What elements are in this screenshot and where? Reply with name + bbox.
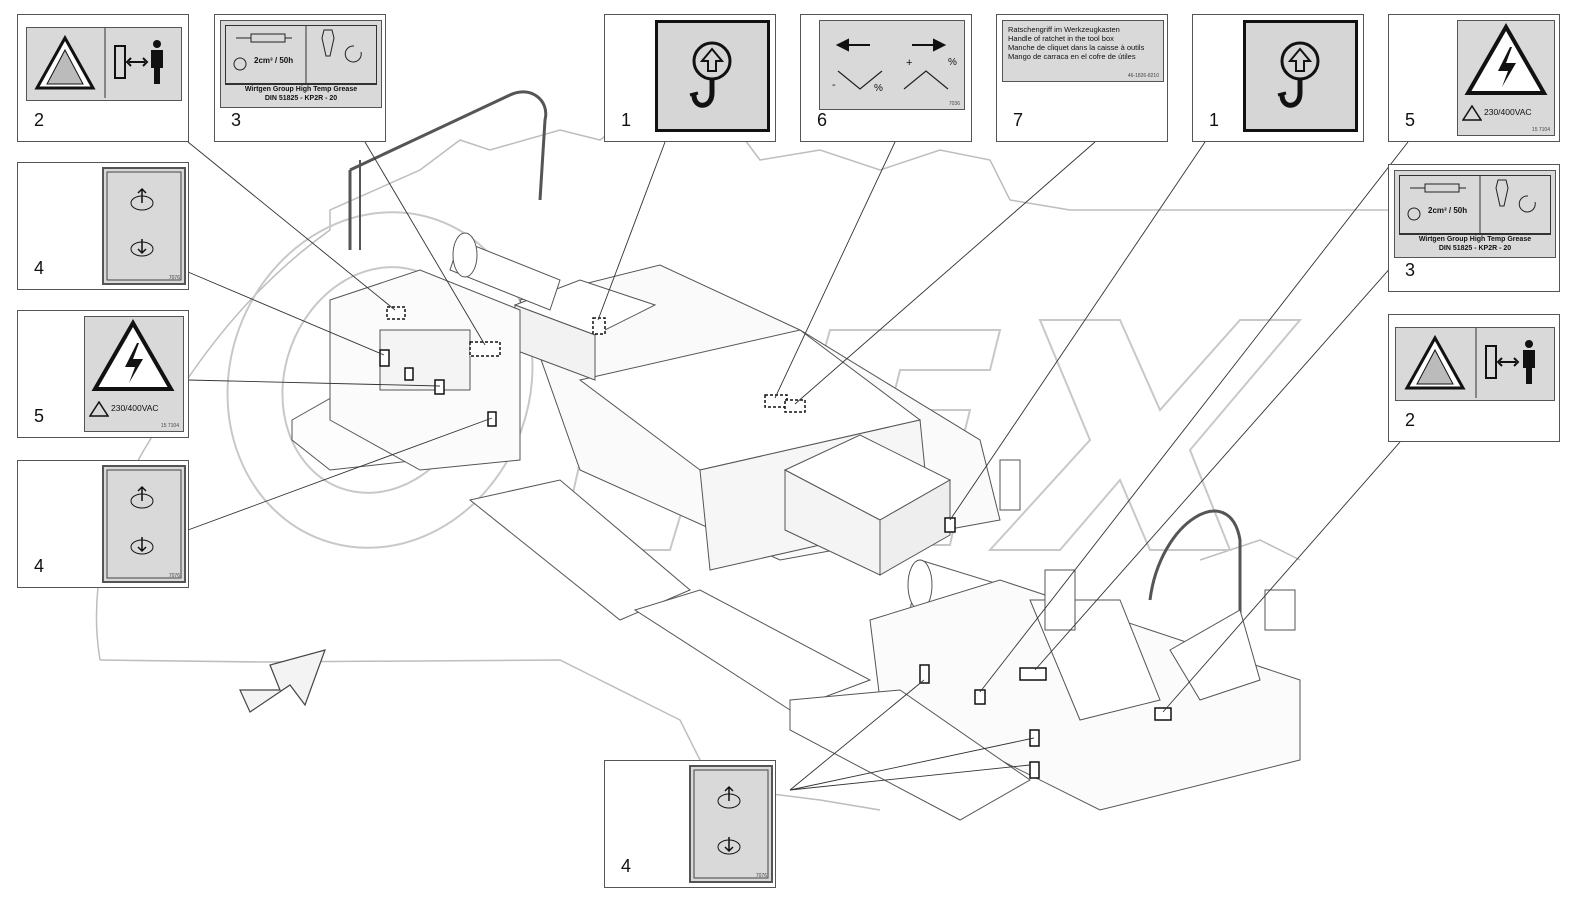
high-voltage-icon	[91, 318, 175, 391]
callout-number: 4	[621, 856, 632, 876]
lifting-hook-icon	[1277, 41, 1320, 108]
slope-decal: - % + % 7036	[819, 20, 965, 110]
crush-warning-decal	[1395, 327, 1555, 401]
callout-number: 5	[1405, 110, 1416, 130]
ratchet-line-de: Ratschengriff im Werkzeugkasten	[1008, 25, 1120, 34]
grease-interval: 2cm³ / 50h	[254, 56, 294, 65]
voltage-decal: 230/400VAC 15 7104	[1457, 20, 1555, 136]
grease-label: Wirtgen Group High Temp Grease DIN 51825…	[1399, 233, 1551, 253]
ratchet-decal: Ratschengriff im Werkzeugkasten Handle o…	[1002, 20, 1164, 82]
grease-icon-panel: 2cm³ / 50h	[225, 25, 377, 85]
ratchet-line-en: Handle of ratchet in the tool box	[1008, 34, 1114, 43]
watermark-arrow	[239, 649, 326, 713]
callout-4-bottom: 7076 4	[604, 760, 776, 888]
callout-2-right: 2	[1388, 314, 1560, 442]
callout-number: 4	[34, 556, 45, 576]
raise-lower-icon	[106, 171, 182, 281]
callout-5-right: 230/400VAC 15 7104 5	[1388, 14, 1560, 142]
grease-gun-icon	[233, 26, 362, 84]
grease-icon-panel: 2cm³ / 50h	[1399, 175, 1551, 235]
callout-number: 5	[34, 406, 45, 426]
lifting-hook-icon	[689, 41, 732, 108]
callout-5-left: 230/400VAC 15 7104 5	[17, 310, 189, 438]
up-down-code: 7076	[755, 873, 767, 879]
callout-number: 7	[1013, 110, 1024, 130]
raise-lower-icon	[693, 769, 769, 879]
callout-number: 3	[231, 110, 242, 130]
slope-minus: -	[832, 79, 836, 91]
callout-number: 6	[817, 110, 828, 130]
up-down-code: 7076	[168, 275, 180, 281]
slope-percent-left: %	[874, 83, 883, 94]
callout-number: 2	[1405, 410, 1416, 430]
voltage-code: 15 7104	[160, 423, 179, 429]
paver-screed-drawing	[291, 90, 1301, 821]
up-down-decal: 7076	[102, 465, 186, 583]
crush-warning-decal	[26, 27, 182, 101]
callout-1-right: 1	[1192, 14, 1364, 142]
callout-3-right: 2cm³ / 50h Wirtgen Group High Temp Greas…	[1388, 164, 1560, 292]
callout-number: 4	[34, 258, 45, 278]
crush-hazard-icon	[1396, 328, 1535, 398]
callout-7: Ratschengriff im Werkzeugkasten Handle o…	[996, 14, 1168, 142]
ratchet-code: 46-1826-8210	[1127, 73, 1159, 79]
callout-number: 1	[621, 110, 632, 130]
callout-4-left-bottom: 7076 4	[17, 460, 189, 588]
grease-interval: 2cm³ / 50h	[1428, 206, 1468, 215]
callout-1-center: 1	[604, 14, 776, 142]
slope-percent-right: %	[948, 57, 957, 68]
up-down-code: 7076	[168, 573, 180, 579]
phase-triangle-icon	[89, 401, 109, 417]
slope-arrows-icon	[835, 38, 949, 90]
callout-3-top: 2cm³ / 50h Wirtgen Group High Temp Greas…	[214, 14, 386, 142]
callout-6: - % + % 7036 6	[800, 14, 972, 142]
grease-gun-icon	[1407, 176, 1536, 234]
callout-number: 3	[1405, 260, 1416, 280]
callout-2-left: 2	[17, 14, 189, 142]
crush-hazard-icon	[27, 28, 163, 98]
slope-code: 7036	[948, 101, 960, 107]
up-down-decal: 7076	[689, 765, 773, 883]
voltage-decal: 230/400VAC 15 7104	[84, 316, 184, 432]
lifting-hook-decal	[1243, 20, 1358, 132]
voltage-text: 230/400VAC	[111, 403, 159, 413]
phase-triangle-icon	[1462, 105, 1482, 121]
callout-number: 1	[1209, 110, 1220, 130]
high-voltage-icon	[1464, 22, 1548, 95]
raise-lower-icon	[106, 469, 182, 579]
ratchet-line-es: Mango de carraca en el cofre de útiles	[1008, 52, 1136, 61]
callout-4-left-top: 7076 4	[17, 162, 189, 290]
leader-lines	[187, 141, 1410, 791]
grease-decal: 2cm³ / 50h Wirtgen Group High Temp Greas…	[220, 20, 382, 108]
voltage-text: 230/400VAC	[1484, 107, 1532, 117]
callout-number: 2	[34, 110, 45, 130]
grease-decal: 2cm³ / 50h Wirtgen Group High Temp Greas…	[1394, 170, 1556, 258]
slope-plus: +	[906, 57, 913, 69]
ratchet-line-fr: Manche de cliquet dans la caisse à outil…	[1008, 43, 1145, 52]
up-down-decal: 7076	[102, 167, 186, 285]
grease-label: Wirtgen Group High Temp Grease DIN 51825…	[225, 83, 377, 103]
voltage-code: 15 7104	[1531, 127, 1550, 133]
lifting-hook-decal	[655, 20, 770, 132]
